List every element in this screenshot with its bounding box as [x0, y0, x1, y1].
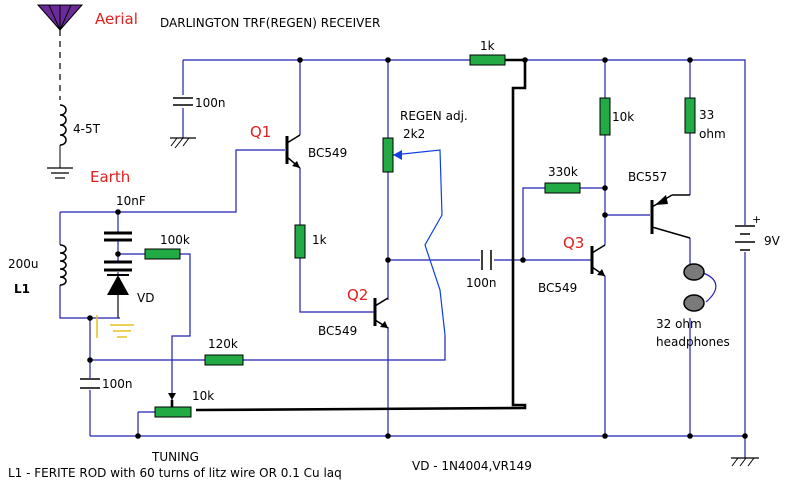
- transistor-q2: [373, 297, 389, 329]
- r-1k-top-label: 1k: [480, 39, 495, 53]
- diode-label: VD: [137, 291, 154, 305]
- q4-type-label: BC557: [628, 170, 667, 184]
- potentiometer-tuning: [154, 406, 192, 418]
- capacitor-top-100n: [170, 97, 196, 149]
- regen-feedback-wire: [392, 149, 446, 336]
- capacitor-10nf: [104, 231, 132, 242]
- capacitor-coupling-100n: [481, 250, 492, 270]
- battery-label: 9V: [764, 234, 781, 248]
- q3-type-label: BC549: [538, 281, 577, 295]
- resistor-1k-top: [469, 54, 506, 66]
- junction-dots: [87, 57, 748, 439]
- tuning-label: TUNING: [151, 450, 199, 464]
- r-330k-label: 330k: [548, 165, 578, 179]
- resistor-1k-mid: [294, 224, 306, 259]
- r-100k-label: 100k: [160, 233, 190, 247]
- resistor-330k: [544, 182, 581, 194]
- aerial-label: Aerial: [95, 10, 138, 28]
- q1-label: Q1: [250, 123, 271, 141]
- regen-value-label: 2k2: [403, 127, 425, 141]
- q2-label: Q2: [347, 286, 368, 304]
- cap-10nf-label: 10nF: [116, 194, 146, 208]
- r-33-unit-label: ohm: [699, 127, 726, 141]
- earth-ground-symbol: [47, 167, 73, 179]
- cap-top-label: 100n: [195, 96, 226, 110]
- r-33-label: 33: [699, 108, 714, 122]
- r-10k-label: 10k: [612, 110, 634, 124]
- coil-l1: [59, 244, 67, 286]
- r-120k-label: 120k: [208, 337, 238, 351]
- pot-tuning-label: 10k: [192, 389, 214, 403]
- diode-ground-mark: [96, 315, 134, 338]
- headphones: [683, 263, 705, 312]
- aerial-coil-label: 4-5T: [73, 122, 101, 136]
- earth-label: Earth: [90, 168, 130, 186]
- r-1k-mid-label: 1k: [312, 233, 327, 247]
- coil-label: 200u: [8, 257, 39, 271]
- note-l1: L1 - FERITE ROD with 60 turns of litz wi…: [8, 466, 342, 480]
- potentiometer-regen: [382, 137, 394, 173]
- cap-coupling-label: 100n: [466, 276, 497, 290]
- note-vd: VD - 1N4004,VR149: [412, 459, 532, 473]
- cap-bottom-label: 100n: [102, 377, 133, 391]
- coil-id-label: L1: [14, 282, 30, 296]
- transistor-q3: [590, 244, 606, 277]
- regen-label: REGEN adj.: [400, 109, 468, 123]
- aerial-coil: [59, 104, 67, 168]
- transistor-q1: [285, 134, 301, 169]
- battery-plus-label: +: [752, 213, 761, 226]
- varicap-diode: [104, 260, 132, 318]
- ground-symbol-right: [731, 457, 759, 467]
- resistor-100k: [144, 248, 181, 260]
- capacitor-bottom-100n: [80, 378, 100, 389]
- resistor-33-ohm: [684, 97, 696, 134]
- battery-9v: [735, 225, 755, 251]
- resistor-10k: [599, 97, 611, 136]
- headphones-label: 32 ohm: [656, 317, 702, 331]
- schematic-title: DARLINGTON TRF(REGEN) RECEIVER: [160, 16, 380, 30]
- regen-arrow: [393, 150, 402, 160]
- q2-type-label: BC549: [318, 324, 357, 338]
- headphones-label-2: headphones: [656, 335, 730, 349]
- q3-label: Q3: [563, 234, 584, 252]
- transistor-q4: [650, 194, 691, 239]
- bias-wire: [195, 58, 527, 412]
- resistor-120k: [204, 354, 244, 366]
- aerial-symbol: [36, 4, 84, 100]
- q1-type-label: BC549: [308, 146, 347, 160]
- tuning-wiper-arrow: [168, 393, 176, 400]
- wiring: [59, 59, 746, 458]
